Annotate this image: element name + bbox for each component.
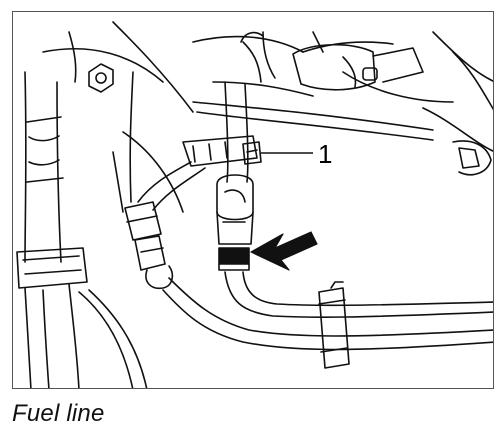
line-clip	[242, 141, 262, 165]
mounting-bracket	[122, 131, 258, 213]
fuel-pipes	[78, 271, 493, 388]
pipe-clip	[318, 281, 350, 369]
indicator-arrow	[250, 231, 318, 271]
left-vertical-hose	[24, 31, 77, 263]
hex-nut	[88, 63, 114, 93]
illustration-frame: 1	[12, 11, 494, 389]
left-clamp	[16, 247, 88, 388]
fuel-line-illustration: 1	[16, 21, 493, 388]
figure-caption: Fuel line	[12, 400, 105, 427]
fuel-line-connector	[216, 174, 254, 245]
engine-body-outline	[42, 21, 493, 213]
callout-number-1: 1	[318, 139, 332, 169]
left-fuel-hose	[137, 161, 206, 211]
left-connector	[124, 201, 174, 290]
main-fuel-line	[224, 81, 249, 183]
connector-locking-ring	[218, 247, 250, 265]
